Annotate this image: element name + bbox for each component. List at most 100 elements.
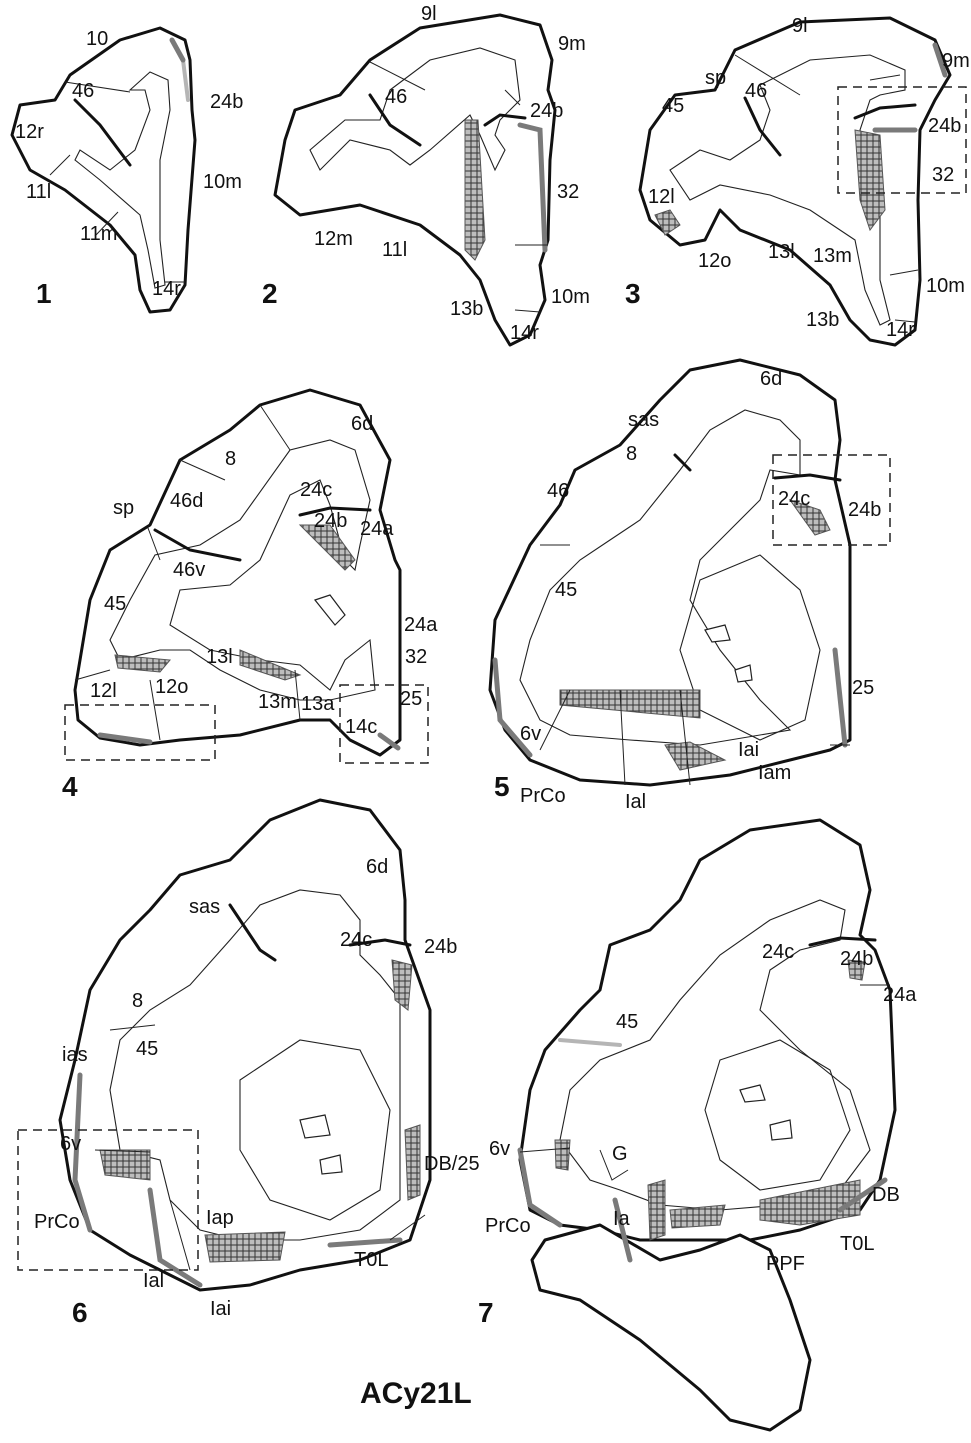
section-7-hatch-5	[555, 1140, 570, 1170]
area-label-panel-2: 24b	[530, 100, 563, 122]
area-label-panel-3: 12l	[648, 186, 675, 208]
section-panel-2	[275, 15, 555, 345]
area-label-panel-5: 24c	[778, 488, 810, 510]
area-label-panel-4: 45	[104, 593, 126, 615]
area-label-panel-1: 11m	[80, 223, 117, 245]
area-label-panel-3: 24b	[928, 115, 961, 137]
area-label-panel-5: Ial	[625, 791, 646, 813]
area-label-panel-2: 9m	[558, 33, 586, 55]
area-label-panel-7: 24b	[840, 948, 873, 970]
area-label-panel-5: 6v	[520, 723, 541, 745]
area-label-panel-6: 8	[132, 990, 143, 1012]
panel-number-1: 1	[36, 278, 52, 309]
section-4-outline	[75, 390, 400, 755]
area-label-panel-6: 45	[136, 1038, 158, 1060]
area-label-panel-5: Iai	[738, 739, 759, 761]
area-label-panel-7: 24a	[883, 984, 917, 1006]
area-label-panel-1: 10	[86, 28, 108, 50]
section-1-outline	[12, 28, 195, 312]
section-5-outline	[490, 360, 850, 785]
area-label-panel-7: 6v	[489, 1138, 510, 1160]
area-label-panel-3: 45	[662, 95, 684, 117]
area-label-panel-2: 14r	[510, 322, 539, 344]
area-label-panel-2: 13b	[450, 298, 483, 320]
area-label-panel-4: 24b	[314, 510, 347, 532]
area-label-panel-6: 24c	[340, 929, 372, 951]
panel-number-4: 4	[62, 771, 78, 802]
section-panel-7	[520, 820, 895, 1430]
area-label-panel-4: 13a	[301, 693, 335, 715]
area-label-panel-6: 6v	[60, 1133, 81, 1155]
area-label-panel-4: 46v	[173, 559, 205, 581]
area-label-panel-6: DB/25	[424, 1153, 480, 1175]
area-label-panel-7: T0L	[840, 1233, 874, 1255]
area-label-panel-1: 11l	[26, 181, 51, 203]
area-label-panel-2: 9l	[421, 3, 437, 25]
area-label-panel-3: 46	[745, 80, 767, 102]
area-label-panel-5: 24b	[848, 499, 881, 521]
section-panel-4	[65, 390, 428, 763]
area-label-panel-4: 12o	[155, 676, 188, 698]
area-label-panel-7: G	[612, 1143, 628, 1165]
area-label-panel-6: T0L	[354, 1249, 388, 1271]
area-label-panel-3: 13l	[768, 241, 795, 263]
area-label-panel-7: DB	[872, 1184, 900, 1206]
area-label-panel-2: 11l	[382, 239, 407, 261]
area-label-panel-5: 6d	[760, 368, 782, 390]
area-label-panel-4: 12l	[90, 680, 117, 702]
area-label-panel-5: sas	[628, 409, 659, 431]
area-label-panel-1: 24b	[210, 91, 243, 113]
area-label-panel-3: 14r	[886, 319, 915, 341]
panel-number-6: 6	[72, 1297, 88, 1328]
area-label-panel-4: sp	[113, 497, 134, 519]
area-label-panel-6: Iap	[206, 1207, 234, 1229]
area-label-panel-3: 12o	[698, 250, 731, 272]
area-label-panel-5: 45	[555, 579, 577, 601]
area-label-panel-4: 8	[225, 448, 236, 470]
area-label-panel-3: 10m	[926, 275, 965, 297]
panel-number-2: 2	[262, 278, 278, 309]
area-label-panel-3: sp	[705, 67, 726, 89]
area-label-panel-3: 9m	[942, 50, 970, 72]
area-label-panel-6: 24b	[424, 936, 457, 958]
area-label-panel-4: 25	[400, 688, 422, 710]
area-label-panel-7: 24c	[762, 941, 794, 963]
section-panel-5	[490, 360, 890, 785]
area-label-panel-6: Ial	[143, 1270, 164, 1292]
area-label-panel-1: 12r	[15, 121, 44, 143]
section-panel-1	[12, 28, 195, 312]
area-label-panel-4: 13m	[258, 691, 297, 713]
panel-number-5: 5	[494, 771, 510, 802]
area-label-panel-4: 6d	[351, 413, 373, 435]
area-label-panel-6: sas	[189, 896, 220, 918]
area-label-panel-5: 25	[852, 677, 874, 699]
panel-number-7: 7	[478, 1297, 494, 1328]
area-label-panel-6: ias	[62, 1044, 88, 1066]
section-6-hatch-2	[205, 1232, 285, 1262]
area-label-panel-6: PrCo	[34, 1211, 80, 1233]
area-label-panel-2: 32	[557, 181, 579, 203]
area-label-panel-2: 10m	[551, 286, 590, 308]
area-label-panel-5: 46	[547, 480, 569, 502]
area-label-panel-2: 46	[385, 86, 407, 108]
area-label-panel-6: Iai	[210, 1298, 231, 1320]
area-label-panel-4: 13l	[206, 646, 233, 668]
area-label-panel-3: 9l	[792, 15, 808, 37]
area-label-panel-5: PrCo	[520, 785, 566, 807]
panel-number-3: 3	[625, 278, 641, 309]
area-label-panel-4: 24a	[360, 518, 394, 540]
section-6-hatch-3	[405, 1125, 420, 1200]
area-label-panel-4: 24c	[300, 479, 332, 501]
area-label-panel-1: 46	[72, 80, 94, 102]
section-6-hatch	[100, 1150, 150, 1180]
area-label-panel-7: PPF	[766, 1253, 805, 1275]
section-7-outline-cortex	[520, 820, 895, 1240]
area-label-panel-3: 13m	[813, 245, 852, 267]
area-label-panel-3: 13b	[806, 309, 839, 331]
area-label-panel-4: 24a	[404, 614, 438, 636]
area-label-panel-3: 32	[932, 164, 954, 186]
area-label-panel-5: Iam	[758, 762, 791, 784]
area-label-panel-4: 32	[405, 646, 427, 668]
area-label-panel-1: 14r	[152, 278, 181, 300]
